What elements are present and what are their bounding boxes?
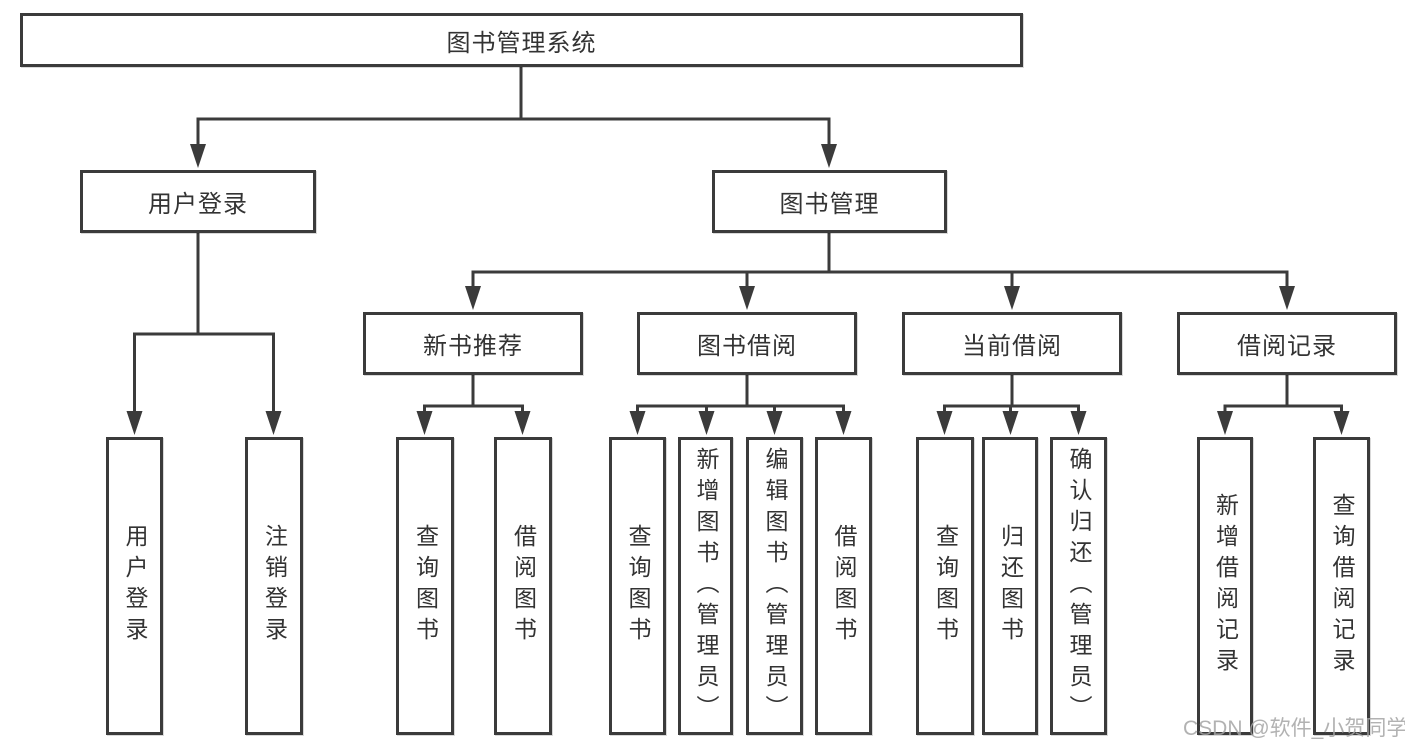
node-leaf-borrow-books-label: 借阅图书: [831, 524, 857, 648]
arrowhead-icon: [514, 411, 531, 435]
node-leaf-query-borrow-record-label: 查询借阅记录: [1329, 493, 1355, 679]
arrowhead-icon: [739, 286, 755, 310]
node-book-management-label: 图书管理: [779, 191, 880, 218]
node-leaf-logout: 注销登录: [245, 437, 303, 735]
node-leaf-edit-books-admin: 编辑图书（管理员）: [746, 437, 803, 735]
node-leaf-borrow-books-recommend: 借阅图书: [494, 437, 552, 735]
node-borrowing-records-label: 借阅记录: [1237, 333, 1337, 360]
arrowhead-icon: [835, 411, 852, 435]
node-library-system-label: 图书管理系统: [446, 29, 597, 57]
node-book-management: 图书管理: [712, 170, 947, 233]
node-leaf-return-books-label: 归还图书: [997, 524, 1024, 648]
arrowhead-icon: [1004, 286, 1020, 310]
node-leaf-query-books-borrow: 查询图书: [609, 437, 666, 735]
arrowhead-icon: [1217, 411, 1233, 435]
node-current-borrowing: 当前借阅: [902, 312, 1122, 375]
node-leaf-query-books-borrow-label: 查询图书: [625, 524, 651, 648]
node-user-login-label: 用户登录: [148, 191, 248, 218]
node-leaf-add-books-admin-label: 新增图书（管理员）: [693, 446, 719, 726]
node-leaf-return-books: 归还图书: [982, 437, 1038, 735]
arrowhead-icon: [190, 144, 206, 168]
node-leaf-confirm-return-admin: 确认归还（管理员）: [1050, 437, 1107, 735]
arrowhead-icon: [1070, 411, 1087, 435]
node-leaf-confirm-return-admin-label: 确认归还（管理员）: [1066, 446, 1092, 726]
node-leaf-user-login-label: 用户登录: [122, 524, 148, 648]
node-leaf-borrow-books-recommend-label: 借阅图书: [510, 524, 537, 648]
node-leaf-borrow-books: 借阅图书: [815, 437, 872, 735]
node-leaf-query-books-current: 查询图书: [916, 437, 974, 735]
arrowhead-icon: [1333, 411, 1350, 435]
node-user-login: 用户登录: [80, 170, 316, 233]
node-leaf-edit-books-admin-label: 编辑图书（管理员）: [762, 446, 788, 726]
arrowhead-icon: [465, 286, 481, 310]
node-leaf-query-books-recommend: 查询图书: [396, 437, 454, 735]
node-leaf-query-books-current-label: 查询图书: [932, 524, 959, 648]
node-leaf-user-login: 用户登录: [106, 437, 163, 735]
node-book-borrowing: 图书借阅: [637, 312, 857, 375]
node-new-book-recommendation: 新书推荐: [363, 312, 583, 375]
arrowhead-icon: [416, 411, 433, 435]
node-library-system: 图书管理系统: [20, 13, 1023, 67]
csdn-watermark: CSDN @软件_小贺同学: [1183, 717, 1405, 740]
arrowhead-icon: [698, 411, 715, 435]
arrowhead-icon: [1279, 286, 1295, 310]
node-borrowing-records: 借阅记录: [1177, 312, 1397, 375]
arrowhead-icon: [1002, 411, 1019, 435]
node-new-book-recommendation-label: 新书推荐: [423, 333, 523, 360]
node-leaf-add-borrow-record: 新增借阅记录: [1197, 437, 1253, 735]
arrowhead-icon: [629, 411, 646, 435]
node-leaf-logout-label: 注销登录: [261, 524, 288, 648]
node-leaf-query-books-recommend-label: 查询图书: [412, 524, 439, 648]
arrowhead-icon: [265, 411, 282, 435]
node-book-borrowing-label: 图书借阅: [697, 333, 797, 360]
arrowhead-icon: [766, 411, 783, 435]
arrowhead-icon: [126, 411, 143, 435]
node-leaf-add-books-admin: 新增图书（管理员）: [678, 437, 733, 735]
arrowhead-icon: [936, 411, 953, 435]
node-leaf-add-borrow-record-label: 新增借阅记录: [1212, 493, 1239, 679]
arrowhead-icon: [821, 144, 837, 168]
node-leaf-query-borrow-record: 查询借阅记录: [1313, 437, 1370, 735]
node-current-borrowing-label: 当前借阅: [962, 333, 1062, 360]
